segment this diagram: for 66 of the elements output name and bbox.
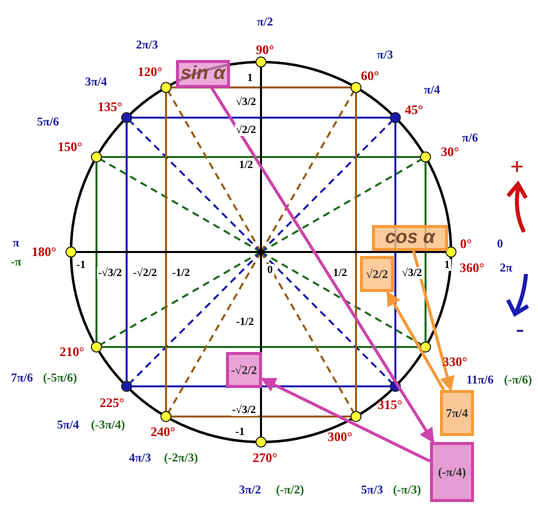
degree-label: 150° xyxy=(58,139,82,155)
degree-label: 300° xyxy=(328,429,352,445)
arrow xyxy=(210,87,434,444)
axis-value: 1 xyxy=(443,259,451,271)
negative-radian-label: (-5π/6) xyxy=(43,370,77,386)
highlight-box: √2/2 xyxy=(360,256,394,292)
radian-label: π/3 xyxy=(377,48,393,62)
axis-value: √2/2 xyxy=(234,124,258,136)
negative-radian-label: (-π/6) xyxy=(504,372,532,388)
radian-label: 11π/6 xyxy=(466,372,494,388)
degree-label: 360° xyxy=(460,260,484,276)
degree-label: 60° xyxy=(360,68,380,84)
axis-value: -√3/2 xyxy=(97,267,123,279)
axis-value: 1/2 xyxy=(332,267,348,279)
degree-label: 270° xyxy=(252,450,278,466)
axis-value: 1 xyxy=(246,72,254,84)
degree-label: 45° xyxy=(404,102,424,118)
degree-label: 240° xyxy=(150,424,176,440)
degree-label: 180° xyxy=(32,244,56,260)
radian-label: π xyxy=(12,236,20,250)
degree-label: 225° xyxy=(100,395,124,411)
arrow xyxy=(260,377,431,463)
direction-sign: - xyxy=(516,316,524,344)
degree-label: 210° xyxy=(60,344,84,360)
radian-label: 5π/3 xyxy=(361,482,383,498)
highlight-box: 7π/4 xyxy=(440,390,474,436)
highlight-box: sin α xyxy=(176,60,230,88)
radian-label: 0 xyxy=(497,236,503,252)
highlight-box: -√2/2 xyxy=(226,352,262,388)
degree-label: 315° xyxy=(378,397,402,413)
radian-label: 5π/4 xyxy=(57,418,79,432)
axis-value: -1/2 xyxy=(171,267,191,279)
arrow xyxy=(412,250,455,392)
degree-label: 0° xyxy=(460,236,472,252)
radian-label: 3π/4 xyxy=(85,74,107,90)
axis-value: √3/2 xyxy=(234,96,258,108)
radian-label: π/6 xyxy=(462,130,478,146)
radian-label: 3π/2 xyxy=(239,482,261,498)
highlight-box: cos α xyxy=(372,225,448,251)
negative-radian-label: (-π/2) xyxy=(276,482,304,498)
direction-sign: + xyxy=(510,154,524,182)
radian-label: 7π/6 xyxy=(11,370,33,386)
negative-radian-label: (-3π/4) xyxy=(91,418,125,432)
arrow xyxy=(386,290,446,391)
axis-value: -1 xyxy=(234,426,246,438)
degree-label: 30° xyxy=(440,144,460,160)
degree-label: 90° xyxy=(256,42,274,58)
degree-label: 135° xyxy=(98,99,122,115)
negative-radian-label: -π xyxy=(10,254,22,270)
axis-value: 0 xyxy=(266,264,274,276)
radian-label: 2π xyxy=(500,260,512,276)
axis-value: -√2/2 xyxy=(132,267,158,279)
negative-radian-label: (-π/3) xyxy=(393,482,421,498)
degree-label: 120° xyxy=(138,64,162,80)
axis-value: -1/2 xyxy=(235,316,255,328)
radian-label: π/2 xyxy=(257,14,273,30)
radian-label: 2π/3 xyxy=(136,38,158,52)
negative-radian-label: (-2π/3) xyxy=(164,450,198,466)
radian-label: 4π/3 xyxy=(129,450,151,466)
radian-label: π/4 xyxy=(424,82,440,98)
radian-label: 5π/6 xyxy=(37,114,59,130)
axis-value: 1/2 xyxy=(238,159,254,171)
axis-value: -√3/2 xyxy=(231,404,257,416)
highlight-box: (-π/4) xyxy=(430,442,474,502)
axis-value: √3/2 xyxy=(400,267,424,279)
axis-value: -1 xyxy=(75,259,87,271)
